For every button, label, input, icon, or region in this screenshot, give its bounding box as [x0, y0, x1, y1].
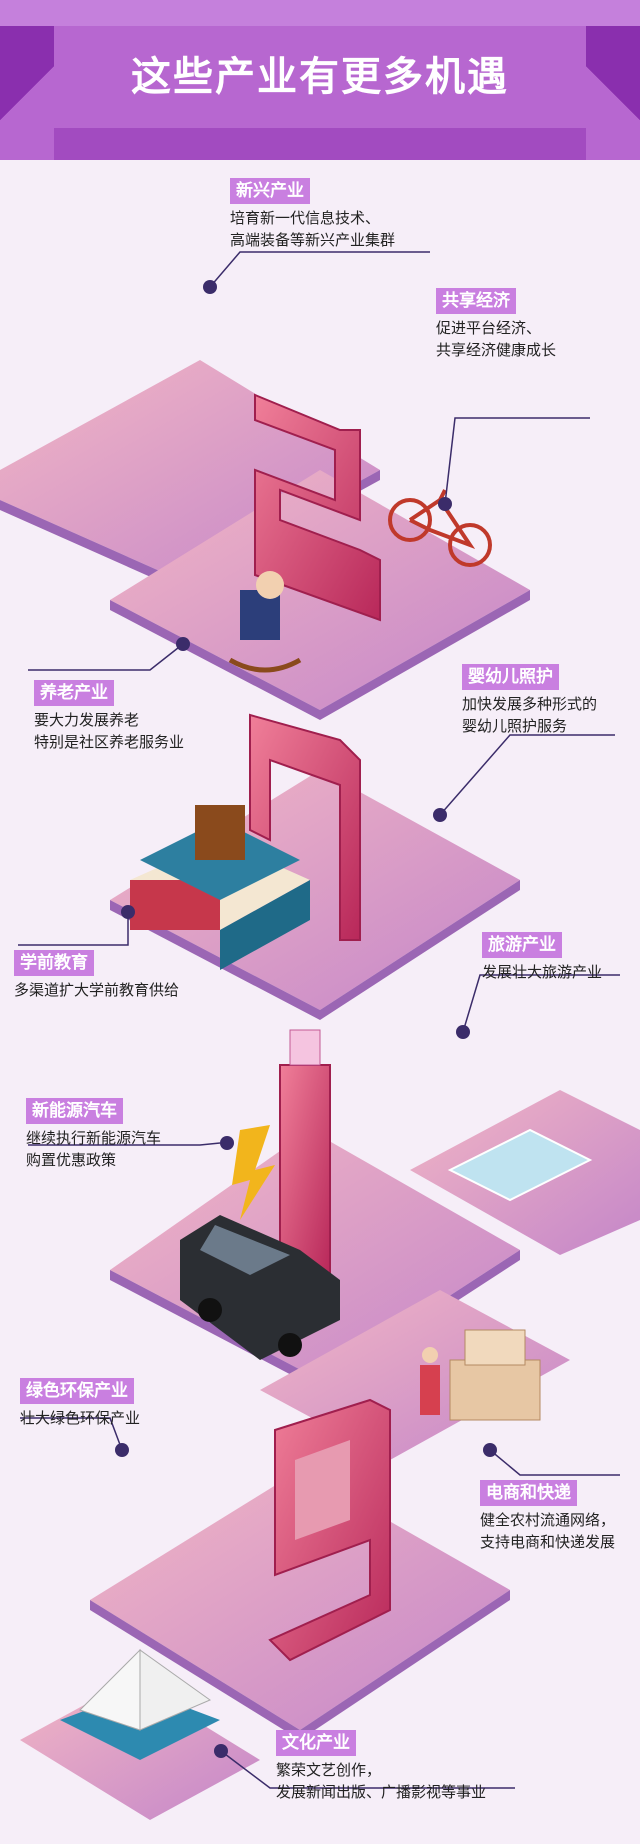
label-tag: 文化产业	[276, 1730, 356, 1756]
label-line: 要大力发展养老	[34, 711, 140, 729]
label-tag: 养老产业	[34, 680, 114, 706]
label-line: 多渠道扩大学前教育供给	[14, 981, 180, 999]
label-line: 促进平台经济、	[436, 319, 542, 337]
digit-1-tower	[279, 1029, 331, 1276]
label-line: 支持电商和快递发展	[480, 1533, 616, 1551]
label-line: 健全农村流通网络，	[480, 1511, 616, 1529]
digit-9	[268, 1398, 391, 1662]
digit-2	[254, 393, 381, 622]
banner-left-fold	[0, 26, 54, 160]
label-green-environmental: 绿色环保产业 壮大绿色环保产业	[20, 1378, 140, 1429]
marker-dot	[483, 1443, 497, 1457]
page-title: 这些产业有更多机遇	[131, 54, 509, 100]
label-line: 高端装备等新兴产业集群	[230, 231, 396, 249]
marker-dot	[203, 280, 217, 294]
marker-dot	[456, 1025, 470, 1039]
label-tag: 旅游产业	[482, 932, 562, 958]
label-line: 发展新闻出版、广播影视等事业	[276, 1783, 487, 1801]
car-icon	[180, 1215, 340, 1360]
label-line: 婴幼儿照护服务	[462, 717, 568, 735]
isometric-illustration	[0, 251, 640, 1820]
marker-dot	[214, 1744, 228, 1758]
label-line: 培育新一代信息技术、	[230, 209, 381, 227]
title-banner: 这些产业有更多机遇	[0, 0, 640, 160]
label-emerging-industry: 新兴产业 培育新一代信息技术、 高端装备等新兴产业集群	[230, 178, 395, 251]
connector-lines	[18, 251, 620, 1789]
label-sharing-economy: 共享经济 促进平台经济、 共享经济健康成长	[436, 288, 556, 361]
banner-panel	[54, 26, 586, 128]
label-tag: 绿色环保产业	[20, 1378, 134, 1404]
label-line: 发展壮大旅游产业	[482, 963, 603, 981]
open-book-icon	[60, 1648, 220, 1760]
courier-boxes-icon	[420, 1329, 541, 1421]
label-line: 加快发展多种形式的	[462, 695, 598, 713]
illustration-scene: 新兴产业 培育新一代信息技术、 高端装备等新兴产业集群 共享经济 促进平台经济、…	[0, 160, 640, 1844]
label-culture-industry: 文化产业 繁荣文艺创作， 发展新闻出版、广播影视等事业	[276, 1730, 486, 1803]
marker-dot	[121, 905, 135, 919]
banner-top-strip	[0, 0, 640, 26]
label-tag: 婴幼儿照护	[462, 664, 559, 690]
label-ecommerce-express: 电商和快递 健全农村流通网络， 支持电商和快递发展	[480, 1480, 615, 1553]
label-tag: 学前教育	[14, 950, 94, 976]
platform-map	[410, 1090, 640, 1255]
digit-0	[249, 713, 361, 941]
label-tag: 新兴产业	[230, 178, 310, 204]
books-stack-icon	[130, 805, 310, 970]
label-line: 特别是社区养老服务业	[34, 733, 185, 751]
rocking-chair-elder-icon	[228, 571, 302, 673]
label-line: 继续执行新能源汽车	[26, 1129, 162, 1147]
label-elderly-care: 养老产业 要大力发展养老 特别是社区养老服务业	[34, 680, 184, 753]
banner-right-fold	[586, 26, 640, 160]
lightning-icon	[232, 1125, 275, 1220]
label-line: 壮大绿色环保产业	[20, 1409, 141, 1427]
label-tourism: 旅游产业 发展壮大旅游产业	[482, 932, 602, 983]
label-line: 购置优惠政策	[26, 1151, 117, 1169]
label-line: 繁荣文艺创作，	[276, 1761, 382, 1779]
label-infant-care: 婴幼儿照护 加快发展多种形式的 婴幼儿照护服务	[462, 664, 597, 737]
label-tag: 电商和快递	[480, 1480, 577, 1506]
label-preschool-education: 学前教育 多渠道扩大学前教育供给	[14, 950, 179, 1001]
marker-dot	[433, 808, 447, 822]
platform-6	[90, 1470, 510, 1740]
marker-dot	[115, 1443, 129, 1457]
label-line: 共享经济健康成长	[436, 341, 557, 359]
marker-dot	[220, 1136, 234, 1150]
marker-dot	[176, 637, 190, 651]
label-tag: 新能源汽车	[26, 1098, 123, 1124]
label-tag: 共享经济	[436, 288, 516, 314]
label-new-energy-vehicle: 新能源汽车 继续执行新能源汽车 购置优惠政策	[26, 1098, 161, 1171]
bicycle-icon	[388, 489, 492, 567]
marker-dot	[438, 497, 452, 511]
